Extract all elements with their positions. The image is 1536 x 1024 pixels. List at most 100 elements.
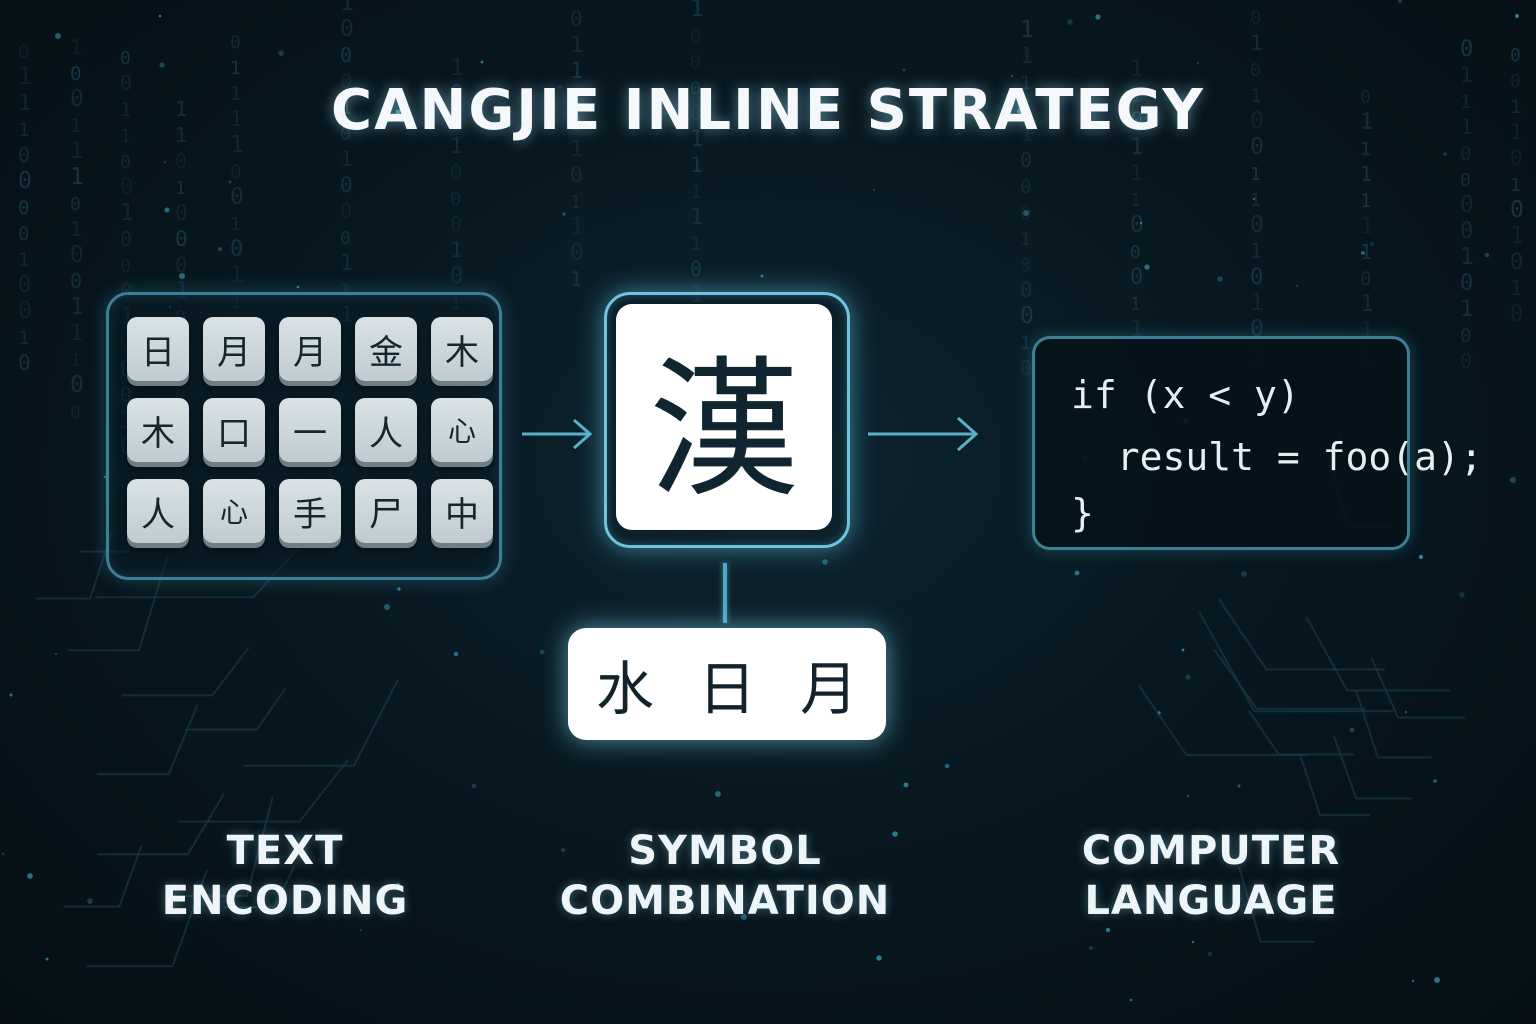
svg-text:0: 0: [340, 16, 354, 42]
svg-text:1: 1: [570, 137, 583, 162]
svg-text:0: 0: [340, 173, 353, 197]
label-line: COMBINATION: [559, 878, 891, 924]
svg-text:0: 0: [1460, 325, 1471, 347]
svg-text:1: 1: [70, 139, 83, 164]
svg-text:0: 0: [18, 197, 29, 219]
svg-text:1: 1: [450, 55, 464, 81]
svg-text:1: 1: [1020, 17, 1034, 43]
keyboard-key: 木: [431, 317, 493, 381]
svg-text:0: 0: [1020, 202, 1031, 224]
svg-text:0: 0: [1360, 87, 1371, 108]
svg-text:0: 0: [450, 82, 463, 107]
svg-text:0: 0: [570, 7, 583, 31]
svg-text:0: 0: [570, 163, 583, 187]
svg-text:1: 1: [70, 217, 82, 241]
svg-text:0: 0: [120, 256, 131, 277]
svg-text:0: 0: [1360, 268, 1371, 290]
svg-text:1: 1: [120, 126, 131, 147]
svg-text:1: 1: [340, 147, 353, 171]
svg-text:0: 0: [1250, 108, 1264, 134]
svg-text:1: 1: [1360, 291, 1374, 317]
svg-text:1: 1: [340, 280, 351, 301]
svg-text:0: 0: [1130, 212, 1144, 238]
svg-text:1: 1: [1020, 333, 1031, 354]
svg-text:0: 0: [1460, 37, 1473, 62]
svg-text:1: 1: [70, 294, 84, 320]
svg-text:1: 1: [340, 251, 353, 276]
keyboard-grid: 日月月金木木口一人心人心手尸中: [127, 317, 493, 543]
svg-text:0: 0: [1510, 302, 1523, 327]
keyboard-key: 心: [203, 479, 265, 543]
keyboard-key: 一: [279, 398, 341, 462]
svg-text:0: 0: [18, 41, 29, 63]
svg-text:1: 1: [340, 0, 354, 16]
svg-text:0: 0: [1510, 45, 1521, 66]
label-line: COMPUTER: [1081, 828, 1341, 874]
svg-text:0: 0: [120, 71, 132, 95]
svg-text:0: 0: [1130, 242, 1141, 263]
svg-text:1: 1: [1250, 290, 1264, 316]
svg-text:0: 0: [70, 269, 82, 293]
svg-text:0: 0: [230, 32, 241, 53]
svg-text:0: 0: [120, 48, 131, 69]
svg-text:1: 1: [1020, 229, 1031, 250]
code-line: result = foo(a);: [1071, 435, 1483, 479]
label-computer-language: COMPUTER LANGUAGE: [1026, 826, 1396, 926]
svg-text:1: 1: [570, 192, 581, 213]
svg-text:0: 0: [450, 110, 461, 132]
svg-text:0: 0: [18, 298, 32, 324]
svg-text:1: 1: [570, 59, 583, 84]
svg-text:1: 1: [570, 267, 582, 291]
keyboard-key: 月: [279, 317, 341, 381]
svg-text:0: 0: [1020, 278, 1033, 302]
connector-line: [723, 563, 727, 623]
svg-text:1: 1: [1250, 190, 1261, 211]
label-line: LANGUAGE: [1084, 878, 1338, 924]
svg-text:0: 0: [230, 237, 243, 262]
svg-text:0: 0: [1510, 146, 1523, 170]
svg-text:1: 1: [18, 64, 32, 90]
svg-text:0: 0: [1460, 192, 1474, 218]
svg-text:0: 0: [1510, 71, 1521, 92]
svg-text:1: 1: [230, 58, 241, 79]
keyboard-key: 金: [355, 317, 417, 381]
svg-text:0: 0: [690, 78, 701, 99]
svg-text:1: 1: [690, 127, 703, 152]
svg-text:1: 1: [1130, 190, 1141, 211]
svg-text:1: 1: [690, 205, 703, 230]
svg-text:0: 0: [120, 175, 133, 200]
svg-text:0: 0: [340, 69, 352, 93]
svg-text:1: 1: [1020, 44, 1033, 69]
svg-text:1: 1: [690, 282, 704, 308]
svg-text:0: 0: [1020, 176, 1031, 198]
svg-text:0: 0: [1460, 271, 1473, 296]
svg-text:0: 0: [175, 253, 188, 277]
keyboard-key: 中: [431, 479, 493, 543]
svg-text:1: 1: [230, 132, 244, 158]
svg-text:1: 1: [340, 95, 353, 119]
svg-text:0: 0: [230, 184, 244, 210]
svg-text:0: 0: [175, 149, 187, 173]
svg-text:0: 0: [1510, 197, 1524, 223]
code-radical: 日: [697, 655, 756, 723]
svg-text:0: 0: [340, 228, 351, 249]
svg-text:1: 1: [690, 181, 701, 203]
svg-text:0: 0: [1020, 303, 1034, 329]
svg-text:1: 1: [1130, 161, 1143, 185]
svg-text:1: 1: [1460, 115, 1473, 139]
svg-text:1: 1: [1130, 83, 1143, 107]
svg-text:0: 0: [1020, 356, 1032, 380]
code-line: if (x < y): [1071, 373, 1300, 417]
keyboard-key: 人: [127, 479, 189, 543]
svg-text:0: 0: [340, 124, 351, 145]
svg-text:0: 0: [450, 212, 462, 236]
keyboard-key: 心: [431, 398, 493, 462]
svg-text:1: 1: [1250, 239, 1262, 263]
svg-text:1: 1: [570, 214, 584, 240]
svg-text:1: 1: [175, 178, 186, 199]
svg-text:0: 0: [18, 168, 32, 194]
svg-text:1: 1: [690, 233, 701, 255]
svg-text:0: 0: [570, 111, 582, 135]
svg-text:1: 1: [18, 119, 29, 141]
